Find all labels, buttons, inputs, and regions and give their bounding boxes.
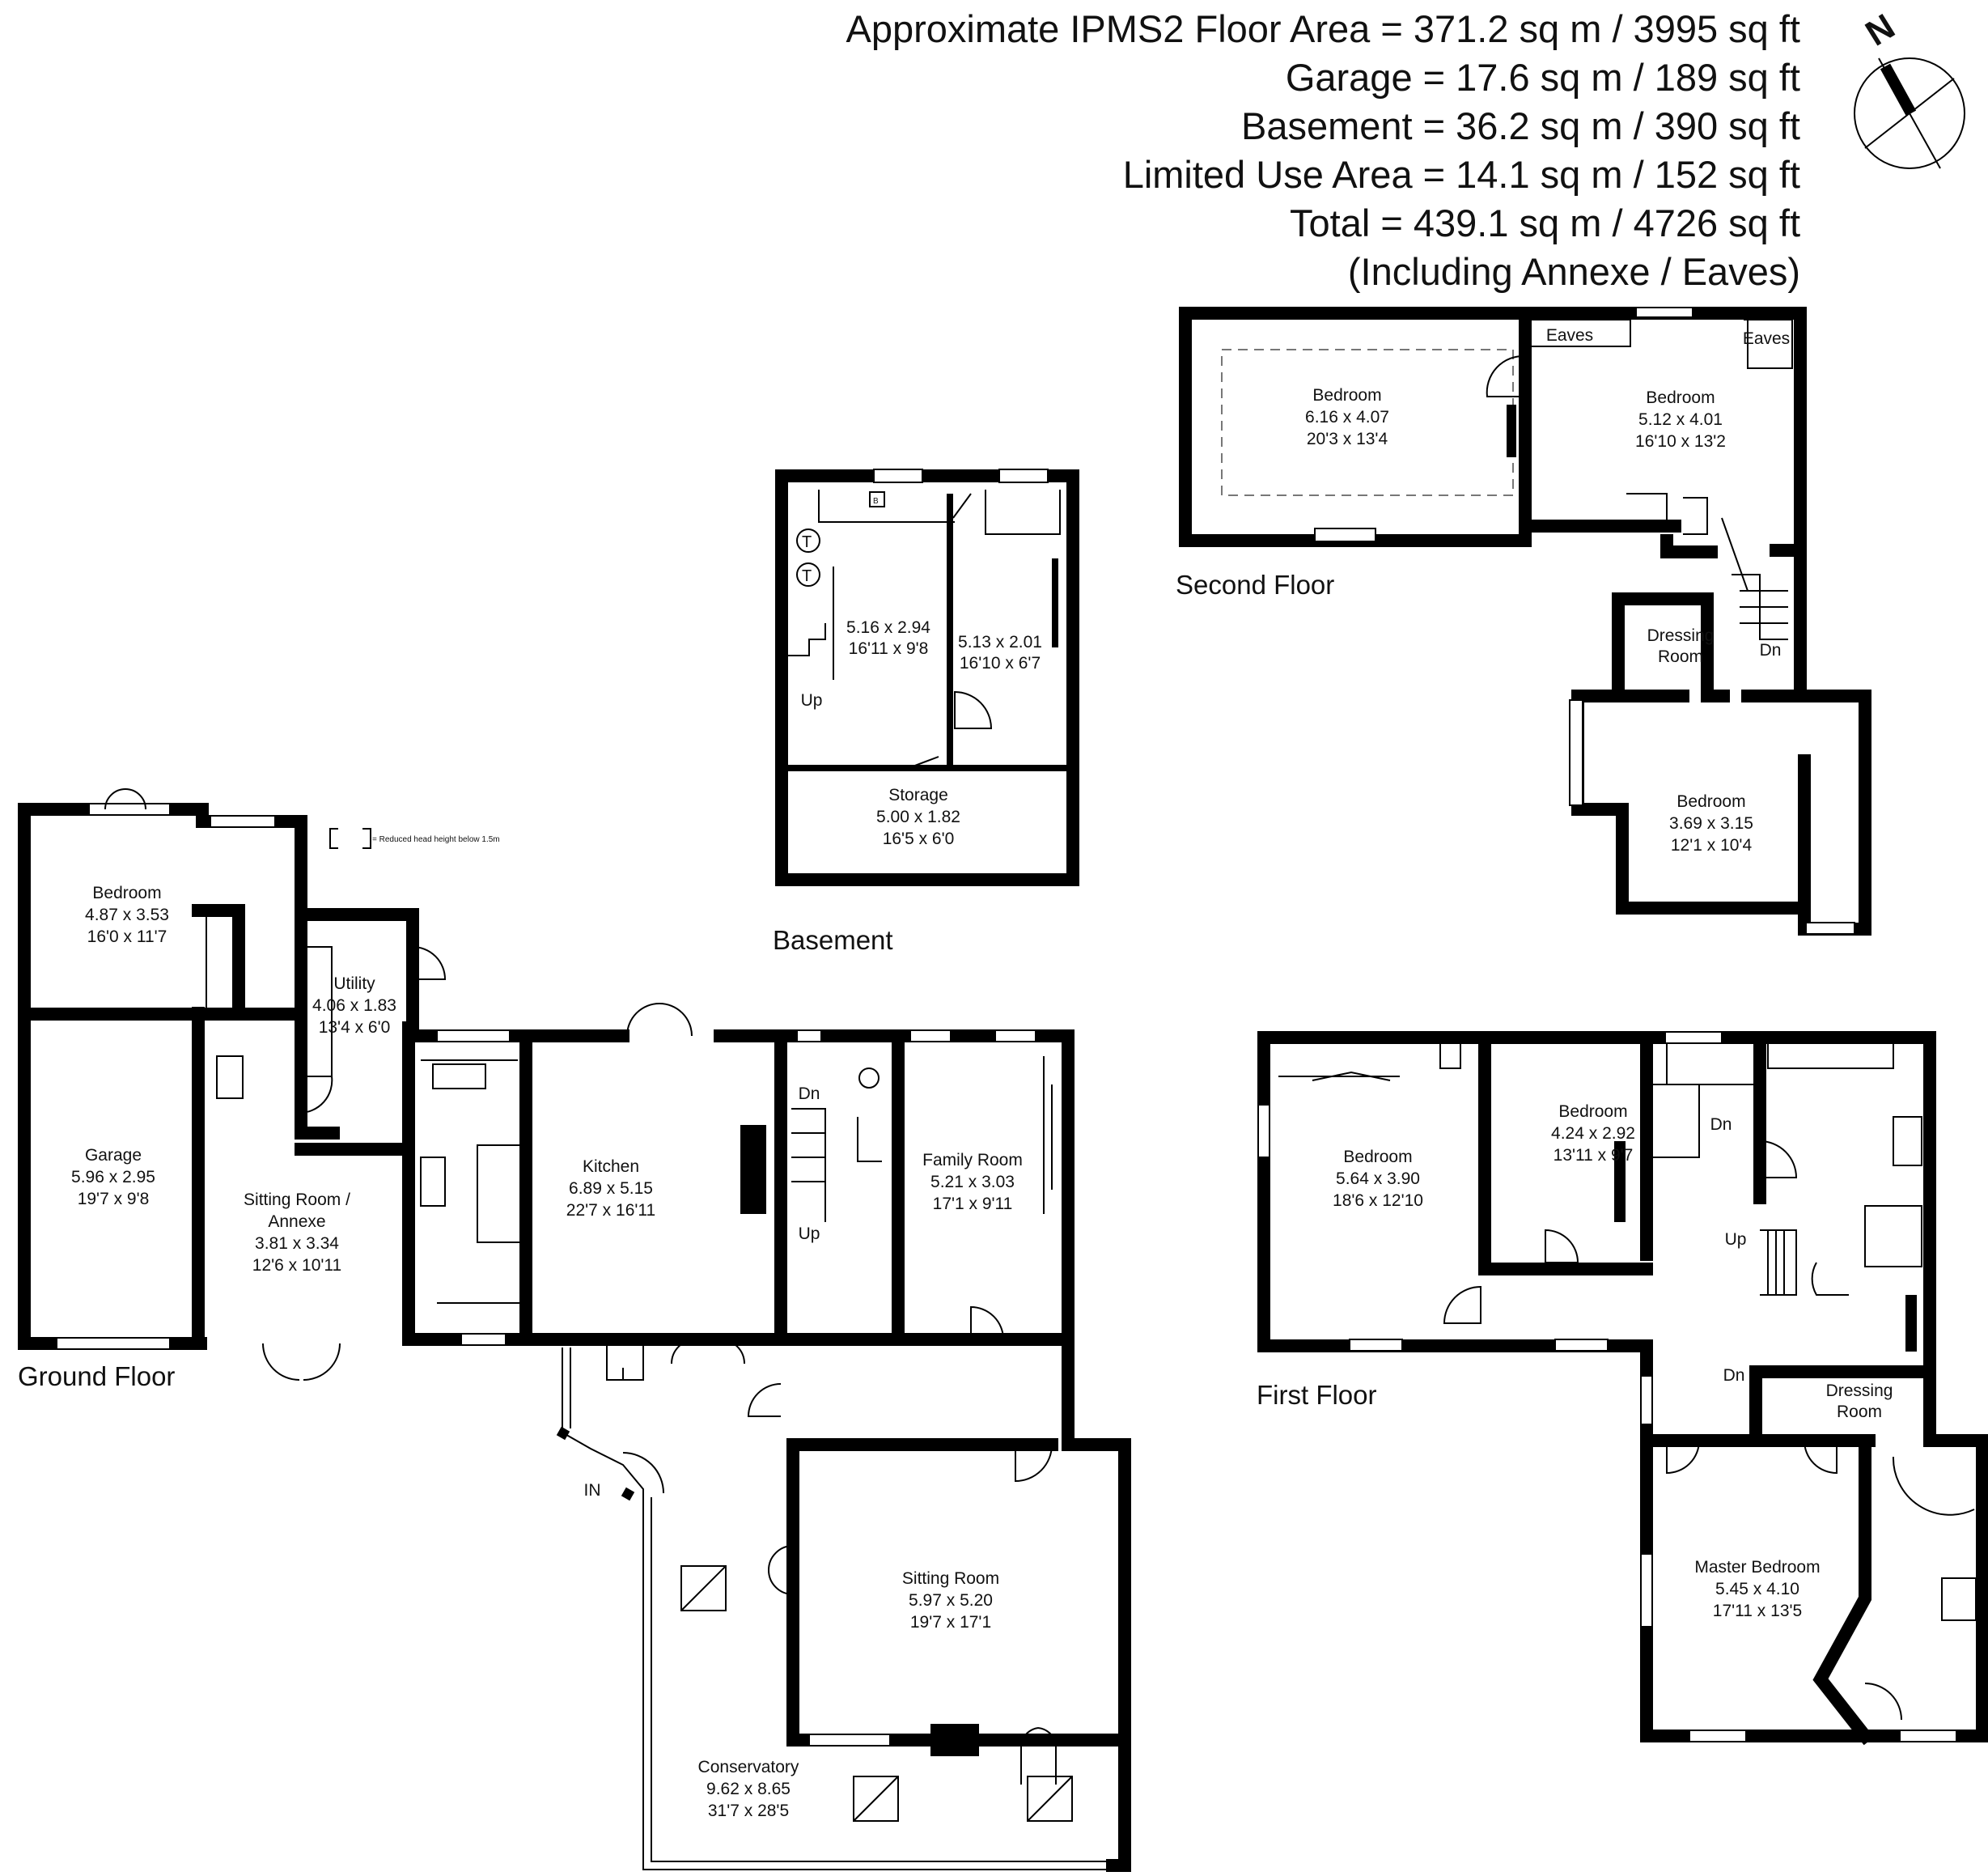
ff-dressing-name2: Room <box>1837 1403 1882 1421</box>
gf-conservatory-name: Conservatory <box>698 1758 799 1776</box>
gf-garage-imperial: 19'7 x 9'8 <box>78 1190 150 1208</box>
gf-family-imperial: 17'1 x 9'11 <box>933 1195 1013 1213</box>
gf-sitting-annexe-name1: Sitting Room / <box>244 1191 350 1209</box>
gf-utility-metric: 4.06 x 1.83 <box>312 996 396 1015</box>
ff-bedroom2-imperial: 13'11 x 9'7 <box>1554 1146 1634 1165</box>
header-line-2: Garage = 17.6 sq m / 189 sq ft <box>1286 56 1800 99</box>
gf-stair-dn: Dn <box>799 1084 820 1103</box>
sf-bedroom3-metric: 3.69 x 3.15 <box>1669 814 1753 833</box>
second-floor-plan: Bedroom 6.16 x 4.07 20'3 x 13'4 Bedroom … <box>1176 307 1871 936</box>
header-line-4: Limited Use Area = 14.1 sq m / 152 sq ft <box>1123 153 1800 196</box>
sf-dressing-name2: Room <box>1658 647 1703 666</box>
gf-sitting-name: Sitting Room <box>902 1569 999 1588</box>
thermostat-label-1: T <box>802 533 812 551</box>
gf-sitting-imperial: 19'7 x 17'1 <box>910 1613 991 1632</box>
header-line-6: (Including Annexe / Eaves) <box>1348 250 1800 293</box>
gf-sitting-annexe-metric: 3.81 x 3.34 <box>255 1234 339 1253</box>
bs-storage-name: Storage <box>888 786 948 804</box>
ff-bedroom2-name: Bedroom <box>1558 1102 1627 1121</box>
sf-bedroom1-imperial: 20'3 x 13'4 <box>1307 430 1388 448</box>
gf-garage-metric: 5.96 x 2.95 <box>71 1168 155 1186</box>
boiler-label: B <box>873 497 879 506</box>
compass-label: N <box>1859 6 1901 53</box>
legend-text: = Reduced head height below 1.5m <box>372 835 500 844</box>
gf-family-metric: 5.21 x 3.03 <box>930 1173 1015 1191</box>
ff-bedroom1-name: Bedroom <box>1343 1148 1412 1166</box>
header-line-3: Basement = 36.2 sq m / 390 sq ft <box>1241 104 1800 147</box>
gf-family-name: Family Room <box>922 1151 1023 1169</box>
sf-bedroom1-metric: 6.16 x 4.07 <box>1305 408 1389 427</box>
sf-dressing-name1: Dressing <box>1647 626 1715 645</box>
ff-dressing-name1: Dressing <box>1826 1382 1893 1400</box>
ff-bedroom2-metric: 4.24 x 2.92 <box>1551 1124 1635 1143</box>
header-line-5: Total = 439.1 sq m / 4726 sq ft <box>1290 202 1800 244</box>
area-summary: Approximate IPMS2 Floor Area = 371.2 sq … <box>846 7 1800 293</box>
thermostat-label-2: T <box>802 567 812 585</box>
gf-kitchen-imperial: 22'7 x 16'11 <box>566 1201 655 1220</box>
gf-conservatory-imperial: 31'7 x 28'5 <box>708 1802 789 1820</box>
gf-bedroom-metric: 4.87 x 3.53 <box>85 906 169 924</box>
bs-storage-imperial: 16'5 x 6'0 <box>883 830 955 848</box>
sf-bedroom1-name: Bedroom <box>1312 386 1381 405</box>
sf-bedroom2-imperial: 16'10 x 13'2 <box>1635 432 1726 451</box>
gf-sitting-metric: 5.97 x 5.20 <box>909 1591 993 1610</box>
basement-title: Basement <box>773 925 893 955</box>
gf-bedroom-name: Bedroom <box>92 884 161 902</box>
bs-room1-metric: 5.16 x 2.94 <box>846 618 930 637</box>
first-floor-plan: Bedroom 5.64 x 3.90 18'6 x 12'10 Bedroom… <box>1257 1031 1988 1746</box>
gf-sitting-annexe-name2: Annexe <box>268 1212 325 1231</box>
ff-bedroom1-imperial: 18'6 x 12'10 <box>1333 1191 1423 1210</box>
gf-garage-name: Garage <box>85 1146 142 1165</box>
bs-stair-up: Up <box>801 691 823 710</box>
sf-bedroom3-name: Bedroom <box>1676 792 1745 811</box>
gf-conservatory-metric: 9.62 x 8.65 <box>706 1780 791 1798</box>
gf-kitchen-metric: 6.89 x 5.15 <box>569 1179 653 1198</box>
ff-stair-dn-1: Dn <box>1710 1115 1732 1134</box>
header-line-1: Approximate IPMS2 Floor Area = 371.2 sq … <box>846 7 1800 50</box>
first-floor-title: First Floor <box>1257 1380 1377 1410</box>
ground-floor-title: Ground Floor <box>18 1361 175 1391</box>
gf-kitchen-name: Kitchen <box>583 1157 639 1176</box>
ff-stair-up: Up <box>1725 1230 1747 1249</box>
gf-utility-imperial: 13'4 x 6'0 <box>319 1018 391 1037</box>
gf-bedroom-imperial: 16'0 x 11'7 <box>87 927 167 946</box>
bs-room2-metric: 5.13 x 2.01 <box>958 633 1042 652</box>
ff-master-name: Master Bedroom <box>1694 1558 1820 1577</box>
gf-sitting-annexe-imperial: 12'6 x 10'11 <box>252 1256 341 1275</box>
gf-utility-name: Utility <box>333 974 375 993</box>
ff-stair-dn-2: Dn <box>1723 1366 1745 1385</box>
basement-plan: B T T 5.16 x 2.94 16'11 x 9'8 5.13 x 2.0… <box>773 469 1079 955</box>
sf-bedroom3-imperial: 12'1 x 10'4 <box>1671 836 1753 855</box>
sf-bedroom2-metric: 5.12 x 4.01 <box>1638 410 1723 429</box>
bs-storage-metric: 5.00 x 1.82 <box>876 808 960 826</box>
sf-bedroom2-name: Bedroom <box>1646 388 1715 407</box>
second-floor-title: Second Floor <box>1176 570 1334 600</box>
legend: = Reduced head height below 1.5m <box>329 828 500 849</box>
ground-floor-plan: Bedroom 4.87 x 3.53 16'0 x 11'7 Garage 5… <box>18 788 1131 1872</box>
north-arrow-icon: N <box>1854 6 1965 169</box>
ff-bedroom1-metric: 5.64 x 3.90 <box>1336 1169 1420 1188</box>
gf-stair-up: Up <box>799 1224 820 1243</box>
ff-master-metric: 5.45 x 4.10 <box>1715 1580 1799 1598</box>
sf-eaves2-label: Eaves <box>1743 329 1790 348</box>
sf-stair-dn: Dn <box>1760 641 1782 660</box>
bs-room2-imperial: 16'10 x 6'7 <box>960 654 1041 673</box>
ff-master-imperial: 17'11 x 13'5 <box>1713 1602 1802 1620</box>
sf-eaves1-label: Eaves <box>1546 326 1593 345</box>
entrance-label: IN <box>584 1481 601 1500</box>
bs-room1-imperial: 16'11 x 9'8 <box>849 639 929 658</box>
